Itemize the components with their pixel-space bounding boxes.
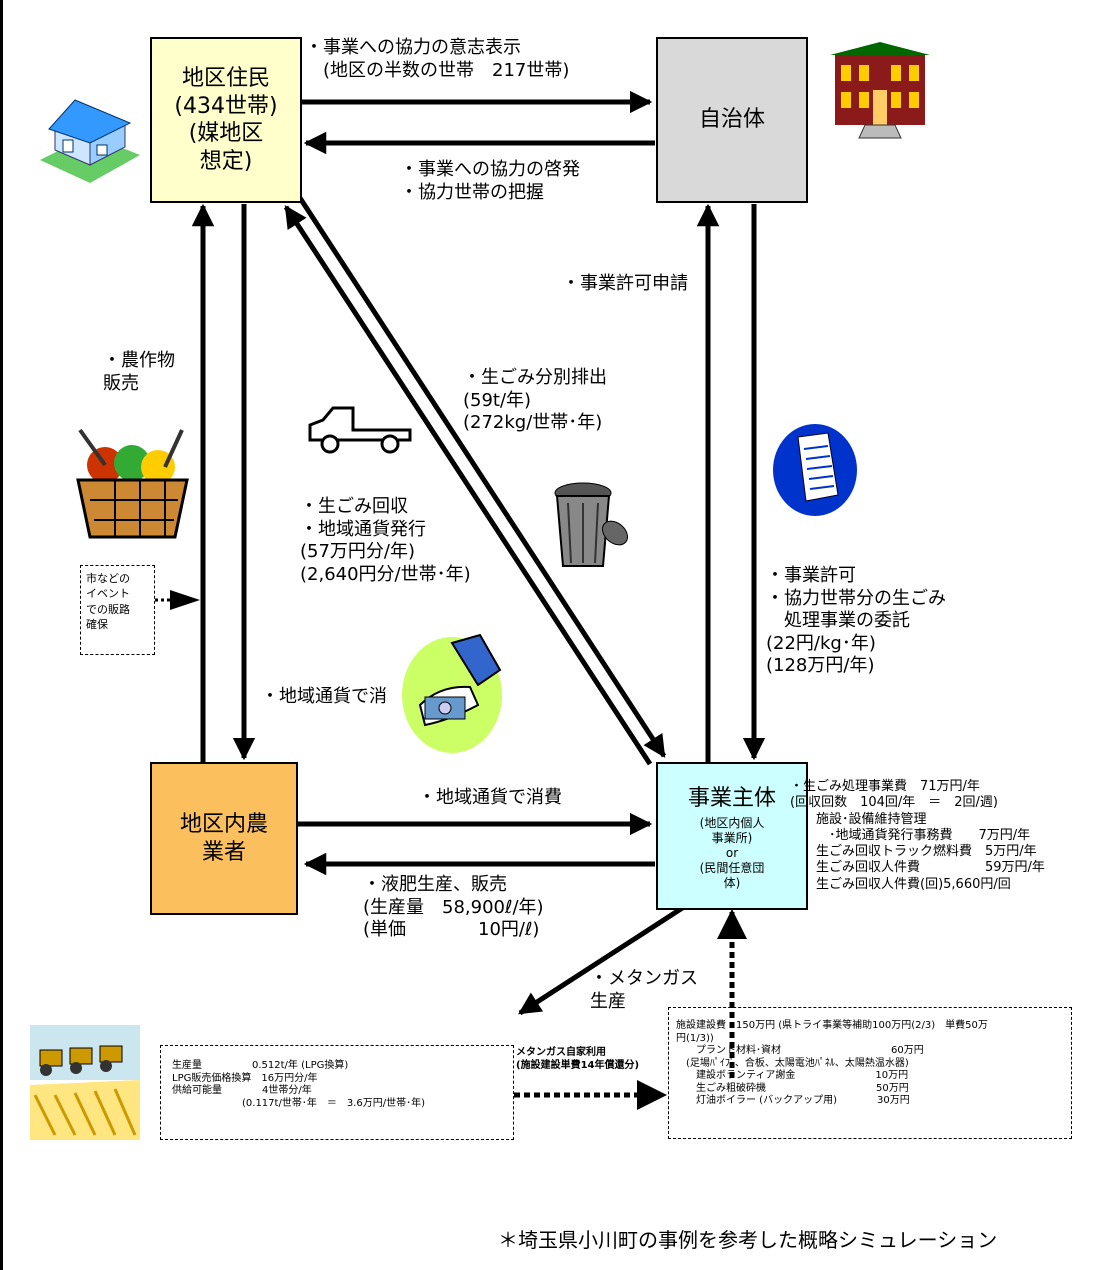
arrow-operator-to-residents	[283, 205, 653, 766]
label-permit: ・事業許可 ・協力世帯分の生ごみ 処理事業の委託 (22円/kg･年) (128…	[766, 565, 946, 676]
label-garbage-collect: ・生ごみ回収 ・地域通貨発行 (57万円分/年) (2,640円分/世帯･年)	[300, 496, 471, 585]
document-icon	[773, 424, 857, 516]
truck-icon	[308, 406, 412, 454]
cost-breakdown: ・生ごみ処理事業費 71万円/年 (回収回数 104回/年 ＝ 2回/週) 施設…	[790, 779, 1045, 892]
label-garbage-out: ・生ごみ分別排出 (59t/年) (272kg/世帯･年)	[463, 367, 607, 433]
footnote: ＊埼玉県小川町の事例を参考した概略シミュレーション	[498, 1228, 998, 1252]
label-fertilizer: ・液肥生産、販売 (生産量 58,900ℓ/年) (単価 10円/ℓ)	[363, 874, 544, 940]
node-operator-subtitle: (地区内個人 事業所) or (民間任意団 体)	[699, 816, 765, 890]
facility-cost-box	[668, 1007, 1072, 1139]
house-icon	[40, 99, 140, 183]
money-hand-icon	[402, 633, 502, 753]
gas-supply-box	[160, 1045, 514, 1140]
label-muni-to-res: ・事業への協力の啓発 ・協力世帯の把握	[400, 159, 580, 203]
facility-cost-text: 施設建設費 150万円 (県トライ事業等補助100万円(2/3) 単費50万 円…	[676, 1020, 988, 1106]
node-residents-label: 地区住民 (434世帯) (媒地区 想定)	[174, 66, 278, 174]
node-operator: 事業主体 (地区内個人 事業所) or (民間任意団 体)	[656, 762, 808, 910]
label-local-currency-farm: ・地域通貨で消費	[418, 787, 562, 808]
event-note-text: 市などの イベント での販路 確保	[86, 572, 130, 632]
gas-supply-text: 生産量 0.512t/年 (LPG換算) LPG販売価格換算 16万円分/年 供…	[172, 1060, 425, 1109]
event-note-box	[80, 565, 155, 655]
label-crop-sales: ・農作物 販売	[103, 350, 175, 394]
node-farmers-label: 地区内農 業者	[179, 812, 268, 865]
arrow-residents-to-operator	[297, 196, 667, 758]
event-arrowhead	[170, 590, 200, 610]
node-residents: 地区住民 (434世帯) (媒地区 想定)	[150, 37, 302, 203]
label-methane: ・メタンガス 生産	[590, 968, 698, 1012]
node-operator-title: 事業主体	[687, 786, 776, 811]
node-municipality: 自治体	[656, 37, 808, 203]
arrow-operator-to-gas	[518, 900, 692, 1016]
label-local-currency-res: ・地域通貨で消	[261, 686, 387, 707]
tractor-field-icon	[30, 1025, 140, 1140]
label-permit-request: ・事業許可申請	[562, 273, 688, 294]
city-hall-icon	[830, 42, 930, 139]
gas-link-label: メタンガス自家利用 (施設建設単費14年償還分)	[516, 1047, 640, 1071]
label-res-to-muni: ・事業への協力の意志表示 (地区の半数の世帯 217世帯)	[305, 37, 570, 81]
trash-can-icon	[554, 482, 629, 567]
node-municipality-label: 自治体	[698, 107, 765, 133]
node-farmers: 地区内農 業者	[150, 762, 298, 915]
vegetable-basket-icon	[76, 428, 189, 539]
